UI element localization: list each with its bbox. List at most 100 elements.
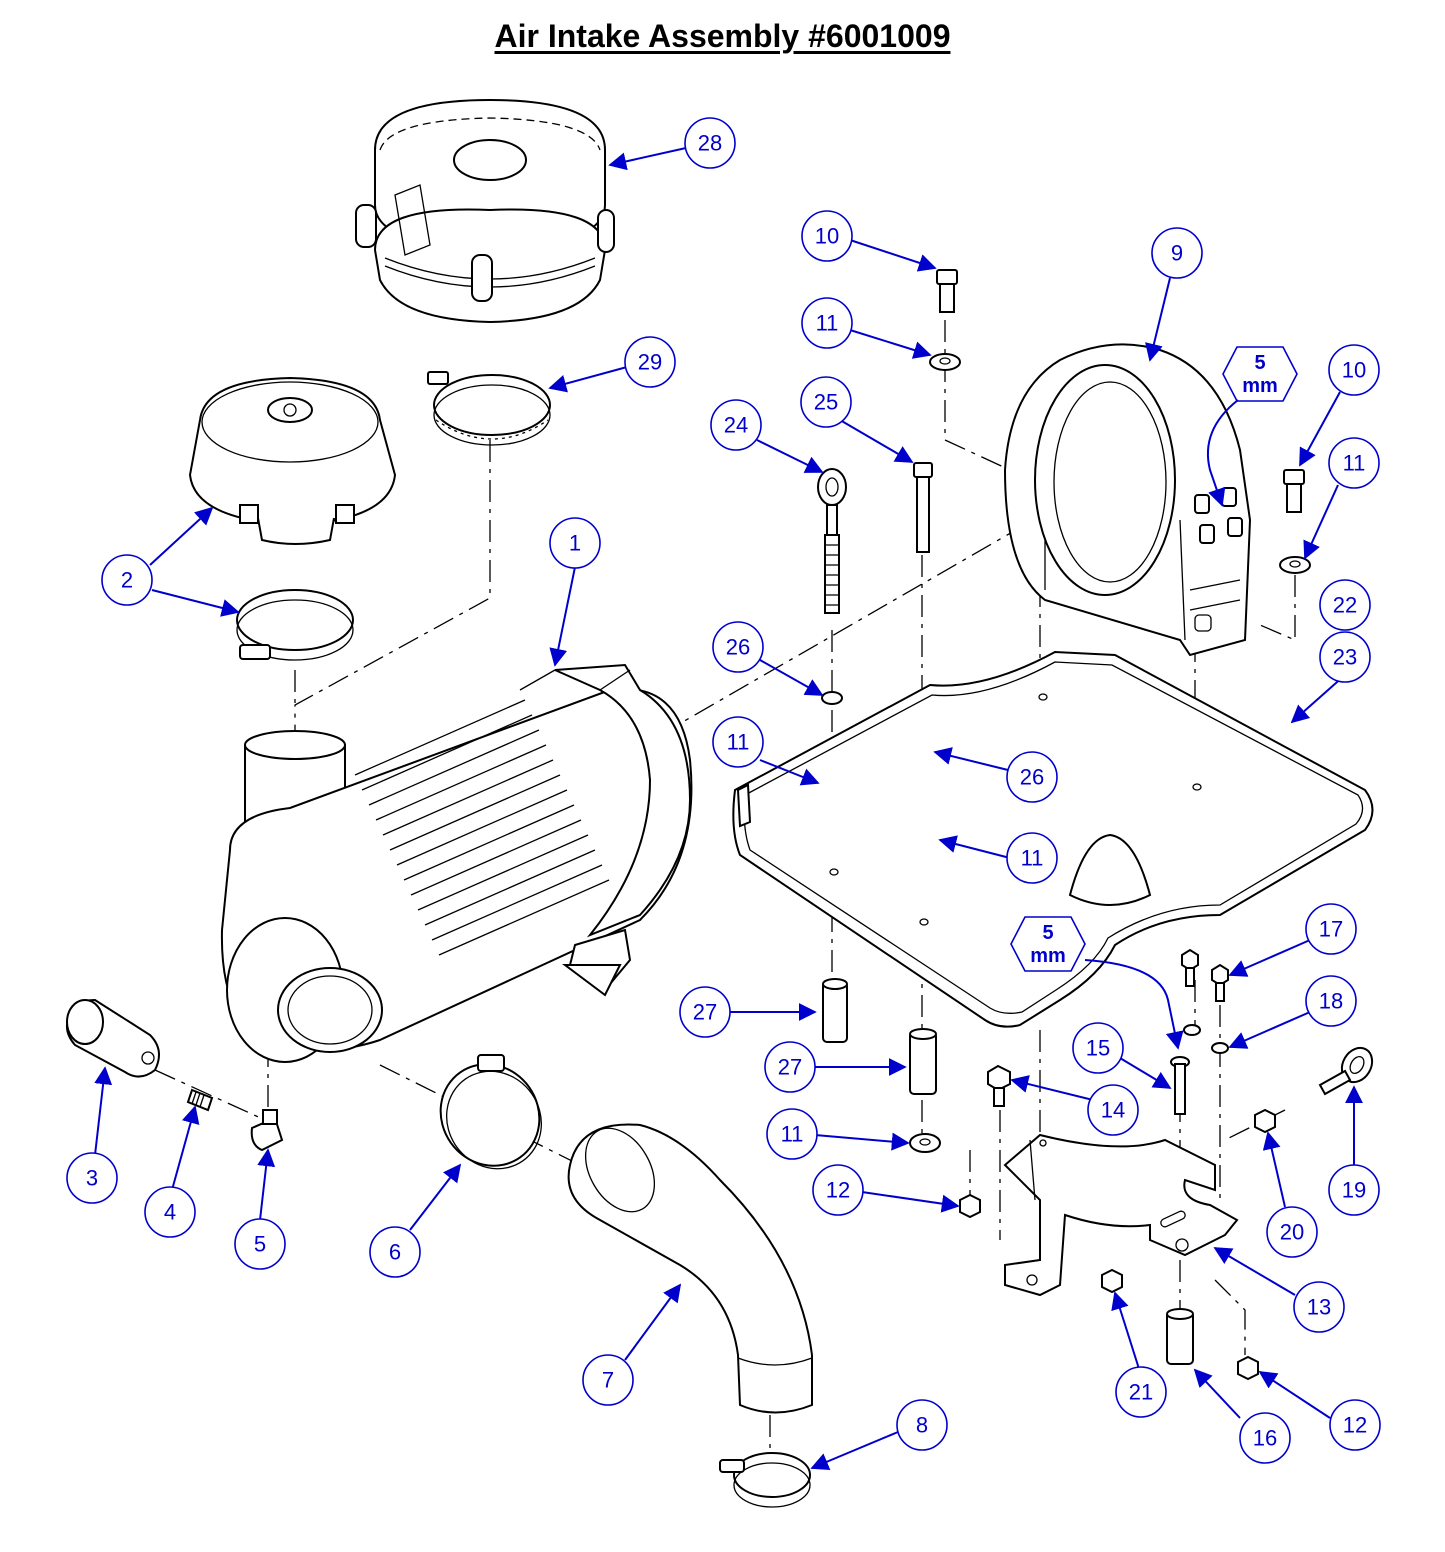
rubber-elbow-hose bbox=[567, 1123, 813, 1414]
callout-number: 26 bbox=[726, 635, 750, 660]
torque-value: 5 bbox=[1042, 922, 1053, 944]
callout-circle bbox=[1006, 832, 1058, 884]
callout-24: 24 bbox=[710, 399, 762, 451]
callout-number: 4 bbox=[164, 1200, 176, 1225]
callout-number: 28 bbox=[698, 131, 722, 156]
callout-number: 7 bbox=[602, 1368, 614, 1393]
callout-25: 25 bbox=[800, 376, 852, 428]
page-title: Air Intake Assembly #6001009 bbox=[494, 18, 951, 54]
vacuator-valve bbox=[65, 998, 160, 1078]
callout-7: 7 bbox=[582, 1354, 634, 1406]
long-bolt-25 bbox=[913, 462, 933, 553]
washer-11-right bbox=[1279, 556, 1311, 574]
callout-5: 5 bbox=[234, 1218, 286, 1270]
callout-number: 22 bbox=[1333, 593, 1357, 618]
callout-number: 20 bbox=[1280, 1220, 1304, 1245]
callout-circle bbox=[801, 297, 853, 349]
callout-number: 11 bbox=[1021, 846, 1044, 871]
callout-circle bbox=[234, 1218, 286, 1270]
bolt-14 bbox=[987, 1064, 1011, 1107]
callout-number: 26 bbox=[1020, 765, 1044, 790]
callout-number: 11 bbox=[1343, 451, 1366, 476]
nut-12-right bbox=[1237, 1355, 1259, 1381]
callout-27: 27 bbox=[764, 1041, 816, 1093]
callout-circle bbox=[712, 621, 764, 673]
callout-8: 8 bbox=[896, 1399, 948, 1451]
washer-18-a bbox=[1183, 1024, 1201, 1036]
callout-4: 4 bbox=[144, 1186, 196, 1238]
callout-number: 27 bbox=[778, 1055, 802, 1080]
band-clamp-29 bbox=[427, 371, 551, 446]
callout-19: 19 bbox=[1328, 1164, 1380, 1216]
hose-clamp-8 bbox=[719, 1452, 811, 1508]
callout-number: 3 bbox=[86, 1166, 98, 1191]
callout-circle bbox=[1266, 1206, 1318, 1258]
callout-number: 27 bbox=[693, 1000, 717, 1025]
ribbed-filter-section bbox=[354, 699, 610, 956]
callout-26: 26 bbox=[1006, 751, 1058, 803]
callout-12: 12 bbox=[1329, 1399, 1381, 1451]
bolt-10-top bbox=[936, 269, 958, 313]
nut-21 bbox=[1101, 1268, 1123, 1294]
eye-bolt-24 bbox=[817, 468, 847, 614]
callout-number: 23 bbox=[1333, 645, 1357, 670]
rain-cap bbox=[188, 376, 397, 545]
callout-number: 13 bbox=[1307, 1295, 1331, 1320]
callout-circle bbox=[1328, 1164, 1380, 1216]
callout-11: 11 bbox=[1328, 437, 1380, 489]
callout-circle bbox=[766, 1108, 818, 1160]
washer-11-top bbox=[929, 353, 961, 371]
torque-note-top: 5 mm bbox=[1206, 346, 1298, 507]
callout-circle bbox=[1072, 1022, 1124, 1074]
callout-12: 12 bbox=[812, 1164, 864, 1216]
precleaner-cap bbox=[355, 98, 615, 324]
callout-circle bbox=[1329, 1399, 1381, 1451]
callout-circle bbox=[66, 1152, 118, 1204]
callout-number: 1 bbox=[569, 531, 581, 556]
callout-number: 29 bbox=[638, 350, 662, 375]
callout-circle bbox=[1151, 227, 1203, 279]
callout-circle bbox=[896, 1399, 948, 1451]
callout-number: 18 bbox=[1319, 989, 1343, 1014]
spacer-27-left bbox=[822, 978, 848, 1043]
callout-circle bbox=[1293, 1281, 1345, 1333]
elbow-fitting bbox=[250, 1109, 284, 1152]
torque-unit: mm bbox=[1030, 945, 1066, 967]
callout-number: 24 bbox=[724, 413, 748, 438]
callout-27: 27 bbox=[679, 986, 731, 1038]
callout-15: 15 bbox=[1072, 1022, 1124, 1074]
callout-circle bbox=[1006, 751, 1058, 803]
torque-unit: mm bbox=[1242, 375, 1278, 397]
spacer-27-right bbox=[909, 1028, 937, 1095]
bolt-17-a bbox=[1181, 948, 1199, 987]
callout-11: 11 bbox=[801, 297, 853, 349]
callout-circle bbox=[144, 1186, 196, 1238]
torque-value: 5 bbox=[1254, 352, 1265, 374]
callout-26: 26 bbox=[712, 621, 764, 673]
spacer-16 bbox=[1166, 1308, 1194, 1365]
washer-11-lower bbox=[909, 1133, 941, 1153]
callout-14: 14 bbox=[1087, 1084, 1139, 1136]
callout-number: 25 bbox=[814, 390, 838, 415]
callout-number: 10 bbox=[815, 224, 839, 249]
callout-9: 9 bbox=[1151, 227, 1203, 279]
callout-number: 15 bbox=[1086, 1036, 1110, 1061]
callout-number: 17 bbox=[1319, 917, 1343, 942]
callout-number: 9 bbox=[1171, 241, 1183, 266]
washer-26-left bbox=[821, 691, 843, 705]
callout-circle bbox=[684, 117, 736, 169]
callout-circle bbox=[679, 986, 731, 1038]
callout-28: 28 bbox=[684, 117, 736, 169]
callout-circle bbox=[1305, 975, 1357, 1027]
hose-clamp-2 bbox=[236, 589, 354, 661]
callout-circle bbox=[764, 1041, 816, 1093]
callout-11: 11 bbox=[712, 716, 764, 768]
bolt-17-b bbox=[1211, 963, 1229, 1002]
callout-number: 12 bbox=[826, 1178, 850, 1203]
callout-number: 14 bbox=[1101, 1098, 1125, 1123]
callout-number: 8 bbox=[916, 1413, 928, 1438]
callout-circle bbox=[582, 1354, 634, 1406]
callout-circle bbox=[710, 399, 762, 451]
